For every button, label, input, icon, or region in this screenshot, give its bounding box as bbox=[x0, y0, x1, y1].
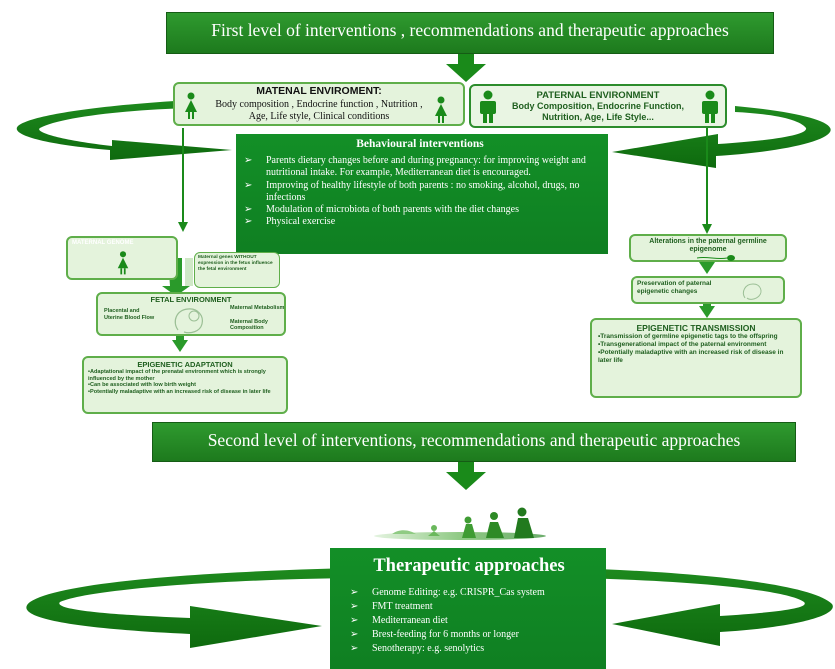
fetus-icon bbox=[742, 283, 762, 300]
therapeutic-item: Senotherapy: e.g. senolytics bbox=[346, 642, 596, 656]
connector-lines bbox=[178, 128, 712, 234]
maternal-genome-box: MATERNAL GENOME bbox=[66, 236, 178, 280]
maternal-environment-line2: Age, Life style, Clinical conditions bbox=[248, 111, 390, 122]
paternal-germline-box: Alterations in the paternal germline epi… bbox=[629, 234, 787, 262]
epigenetic-transmission-box: EPIGENETIC TRANSMISSION •Transmission of… bbox=[590, 318, 802, 398]
down-arrow-middle bbox=[446, 460, 486, 490]
paternal-environment-line1: Body Composition, Endocrine Function, bbox=[512, 101, 684, 111]
therapeutic-approaches-title: Therapeutic approaches bbox=[373, 556, 565, 576]
behavioural-item: Parents dietary changes before and durin… bbox=[240, 155, 600, 179]
arc-arrow-right-bottom bbox=[570, 568, 833, 646]
first-level-banner: First level of interventions , recommend… bbox=[166, 12, 774, 54]
paternal-environment-title: PATERNAL ENVIRONMENT bbox=[536, 90, 660, 101]
therapeutic-item: Genome Editing: e.g. CRISPR_Cas system bbox=[346, 586, 596, 600]
fetal-environment-left: Placental and Uterine Blood Flow bbox=[104, 308, 155, 321]
fetal-environment-title: FETAL ENVIRONMENT bbox=[150, 295, 232, 304]
paternal-environment-box: PATERNAL ENVIRONMENT Body Composition, E… bbox=[469, 84, 727, 128]
behavioural-interventions-box: Behavioural interventions Parents dietar… bbox=[236, 134, 608, 254]
male-figure-icon bbox=[702, 90, 718, 123]
female-figure-icon bbox=[185, 92, 197, 119]
epigenetic-adaptation-item: •Can be associated with low birth weight bbox=[88, 382, 196, 389]
second-level-banner: Second level of interventions, recommend… bbox=[152, 422, 796, 462]
epigenetic-transmission-title: EPIGENETIC TRANSMISSION bbox=[636, 323, 756, 333]
fetal-environment-right2: Maternal Body Composition bbox=[230, 319, 268, 331]
epigenetic-transmission-item: •Transgenerational impact of the paterna… bbox=[598, 341, 767, 348]
first-level-title: First level of interventions , recommend… bbox=[211, 20, 729, 40]
epigenetic-adaptation-box: EPIGENETIC ADAPTATION •Adaptational impa… bbox=[82, 356, 288, 414]
arc-arrow-right-top bbox=[612, 106, 831, 168]
maternal-environment-title: MATENAL ENVIROMENT: bbox=[256, 85, 382, 97]
family-silhouette-icon bbox=[374, 507, 546, 540]
behavioural-interventions-title: Behavioural interventions bbox=[356, 138, 484, 150]
maternal-environment-line1: Body composition , Endocrine function , … bbox=[215, 99, 423, 110]
behavioural-item: Physical exercise bbox=[240, 216, 600, 228]
epigenetic-adaptation-title: EPIGENETIC ADAPTATION bbox=[137, 360, 233, 369]
fetal-environment-right1: Maternal Metabolism bbox=[230, 305, 285, 311]
fetus-icon bbox=[174, 308, 203, 334]
maternal-environment-box: MATENAL ENVIROMENT: Body composition , E… bbox=[173, 82, 465, 126]
therapeutic-approaches-box: Therapeutic approaches Genome Editing: e… bbox=[330, 548, 606, 669]
paternal-environment-line2: Nutrition, Age, Life Style... bbox=[542, 112, 654, 122]
arc-arrow-left-top bbox=[16, 100, 232, 160]
male-figure-icon bbox=[480, 90, 496, 123]
therapeutic-item: FMT treatment bbox=[346, 600, 596, 614]
therapeutic-item: Brest-feeding for 6 months or longer bbox=[346, 628, 596, 642]
maternal-genome-title: MATERNAL GENOME bbox=[72, 240, 134, 246]
arc-arrow-left-bottom bbox=[26, 568, 350, 648]
epigenetic-adaptation-item: •Adaptational impact of the prenatal env… bbox=[88, 369, 266, 382]
down-arrow-top bbox=[446, 52, 486, 82]
epigenetic-transmission-item: •Potentially maladaptive with an increas… bbox=[598, 349, 784, 364]
paternal-preservation-title: Preservation of paternal epigenetic chan… bbox=[637, 280, 712, 295]
female-figure-icon bbox=[435, 96, 447, 123]
epigenetic-adaptation-item: •Potentially maladaptive with an increas… bbox=[88, 388, 271, 395]
female-figure-icon bbox=[117, 251, 129, 275]
epigenetic-transmission-item: •Transmission of germline epigenetic tag… bbox=[598, 333, 778, 340]
therapeutic-item: Mediterranean diet bbox=[346, 614, 596, 628]
second-level-title: Second level of interventions, recommend… bbox=[207, 430, 741, 450]
sperm-icon bbox=[697, 255, 735, 261]
maternal-genes-note: Maternal genes WITHOUT expression in the… bbox=[194, 252, 280, 288]
paternal-germline-title: Alterations in the paternal germline epi… bbox=[649, 238, 767, 253]
fetal-environment-box: FETAL ENVIRONMENT Placental and Uterine … bbox=[96, 292, 286, 336]
behavioural-item: Modulation of microbiota of both parents… bbox=[240, 204, 600, 216]
behavioural-item: Improving of healthy lifestyle of both p… bbox=[240, 180, 600, 204]
paternal-preservation-box: Preservation of paternal epigenetic chan… bbox=[631, 276, 785, 304]
